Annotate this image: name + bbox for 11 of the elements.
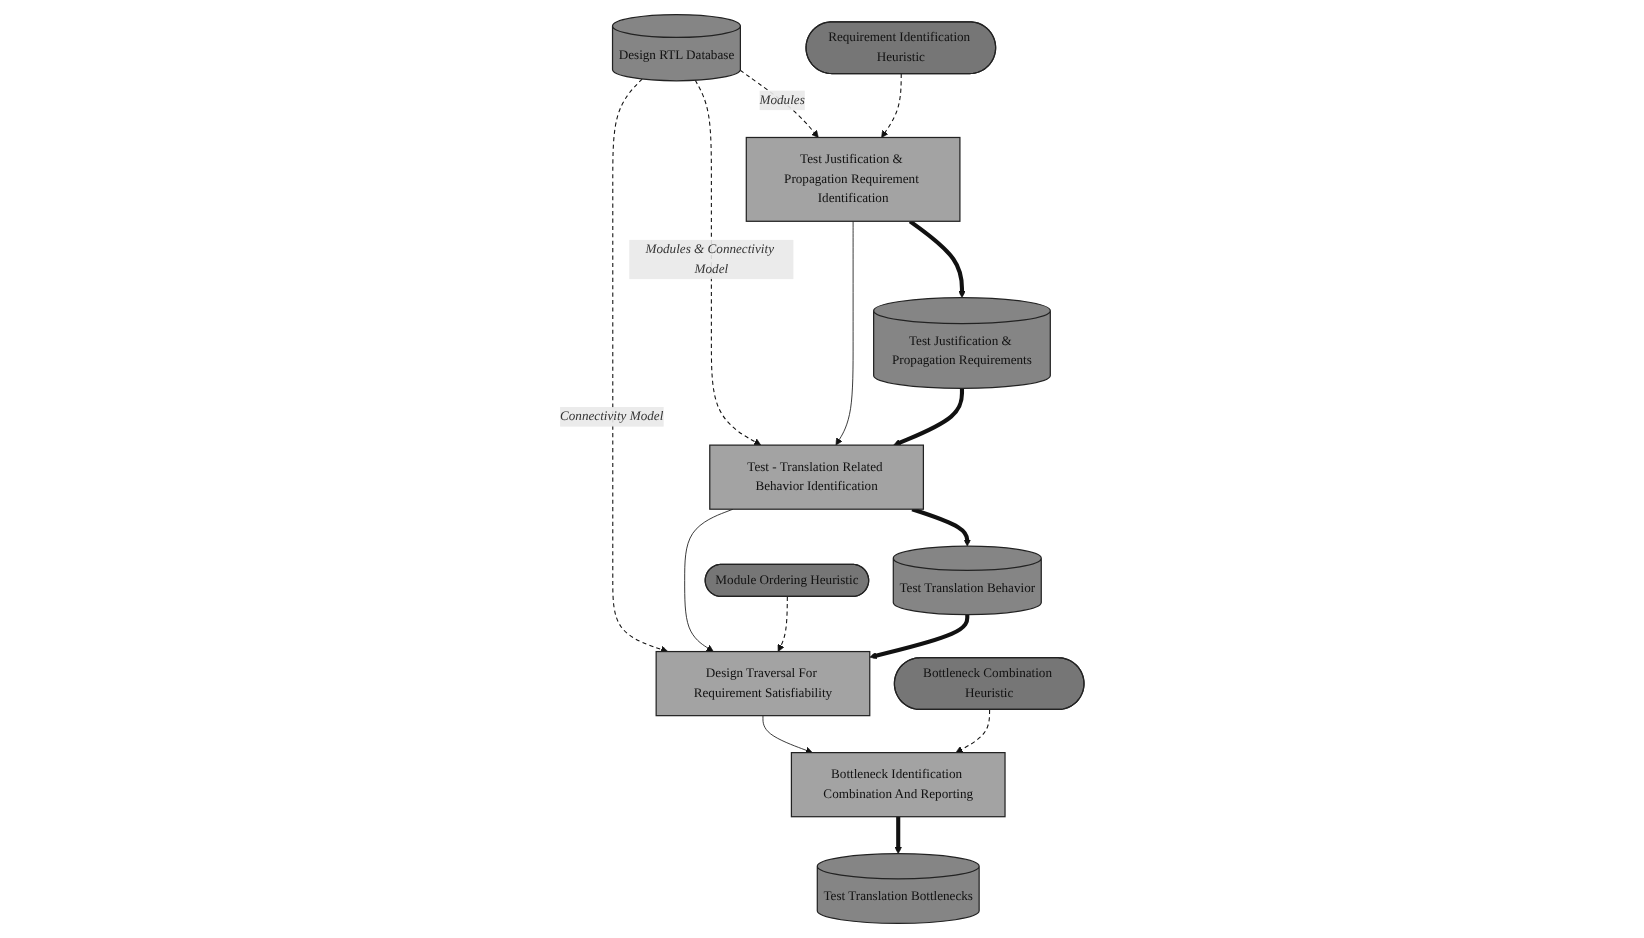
arrow xyxy=(881,73,902,138)
arrow xyxy=(777,596,788,652)
arrow xyxy=(911,507,971,547)
arrow xyxy=(869,614,970,660)
arrow xyxy=(894,816,902,854)
arrow xyxy=(739,69,819,138)
arrow xyxy=(694,79,762,446)
arrow xyxy=(955,709,991,753)
arrow xyxy=(908,219,966,299)
arrow xyxy=(893,388,965,446)
arrow xyxy=(612,78,669,653)
